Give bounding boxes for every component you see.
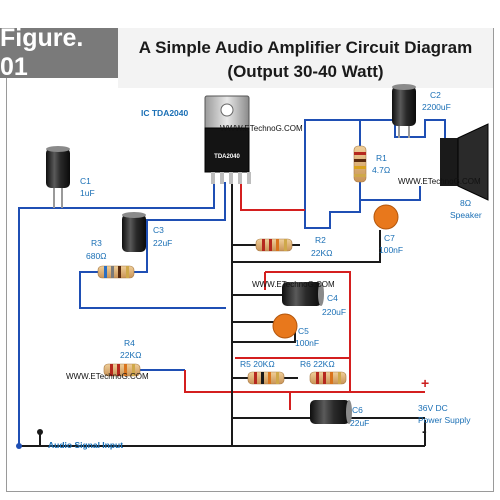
c3-r3-loop-wire — [79, 182, 226, 309]
r4-name: R4 — [124, 338, 135, 348]
resistor-r4 — [103, 363, 141, 377]
speaker-impedance: 8Ω — [460, 198, 471, 208]
c7-name: C7 — [384, 233, 395, 243]
capacitor-c3 — [122, 212, 146, 252]
audio-ground-terminal — [37, 429, 43, 435]
r3-value: 680Ω — [86, 251, 107, 261]
resistor-r2 — [255, 238, 293, 252]
wires-red — [184, 182, 425, 410]
c7-ground-wire — [232, 230, 381, 263]
supply-rail-bottom — [184, 370, 350, 393]
figure-badge: Figure. 01 — [0, 24, 118, 81]
r1-value: 4.7Ω — [372, 165, 390, 175]
capacitor-c6 — [310, 400, 352, 424]
c4-name: C4 — [327, 293, 338, 303]
resistor-r3 — [97, 265, 135, 279]
resistor-r6 — [309, 371, 347, 385]
c2-to-speaker-wire — [394, 119, 446, 138]
speaker-icon — [440, 123, 489, 201]
ic-tda2040: TDA2040 — [204, 95, 251, 184]
supply-rail-right — [265, 271, 351, 392]
capacitor-c1 — [46, 146, 70, 208]
capacitor-c4 — [282, 282, 324, 306]
ic-label: IC TDA2040 — [141, 108, 189, 118]
capacitor-c7 — [373, 204, 399, 230]
r1-name: R1 — [376, 153, 387, 163]
c5-value: 100nF — [295, 338, 319, 348]
title-line-2: (Output 30-40 Watt) — [227, 62, 384, 81]
wires-black — [19, 182, 426, 447]
c6-value: 22uF — [350, 418, 369, 428]
audio-input-terminal — [16, 443, 22, 449]
power-voltage: 36V DC — [418, 403, 448, 413]
capacitor-c2 — [392, 84, 416, 138]
c2-value: 2200uF — [422, 102, 451, 112]
title-line-1: A Simple Audio Amplifier Circuit Diagram — [138, 38, 473, 57]
wires-blue — [18, 119, 446, 446]
r2-value: 22KΩ — [311, 248, 332, 258]
c3-name: C3 — [153, 225, 164, 235]
power-minus-sign: - — [422, 423, 427, 439]
title-bar — [118, 28, 493, 88]
watermark-bottom: WWW.ETechnoG.COM — [66, 372, 149, 381]
ic-marking: TDA2040 — [214, 154, 240, 160]
c1-name: C1 — [80, 176, 91, 186]
c4-value: 220uF — [322, 307, 346, 317]
watermark-speaker: WWW.ETechnoG.COM — [398, 177, 481, 186]
resistor-r1 — [353, 145, 367, 183]
resistor-r5 — [247, 371, 285, 385]
r5-label: R5 20KΩ — [240, 359, 275, 369]
r6-label: R6 22KΩ — [300, 359, 335, 369]
c7-value: 100nF — [379, 245, 403, 255]
c2-name: C2 — [430, 90, 441, 100]
c3-value: 22uF — [153, 238, 172, 248]
capacitor-c5 — [272, 313, 298, 339]
ic-supply-wire — [240, 182, 305, 211]
r2-name: R2 — [315, 235, 326, 245]
output-lower-wire — [304, 182, 421, 229]
output-upper-wire — [304, 119, 395, 182]
c1-value: 1uF — [80, 188, 95, 198]
power-label: Power Supply — [418, 415, 471, 425]
c5-name: C5 — [298, 326, 309, 336]
r3-name: R3 — [91, 238, 102, 248]
watermark-middle: WWW.ETechnoG.COM — [252, 280, 335, 289]
c6-name: C6 — [352, 405, 363, 415]
speaker-label: Speaker — [450, 210, 482, 220]
input-wire — [18, 182, 215, 446]
power-plus-sign: + — [421, 375, 429, 391]
r4-value: 22KΩ — [120, 350, 141, 360]
audio-input-label: Audio Signal Input — [48, 440, 123, 450]
watermark-ic: WWW.ETechnoG.COM — [220, 124, 303, 133]
